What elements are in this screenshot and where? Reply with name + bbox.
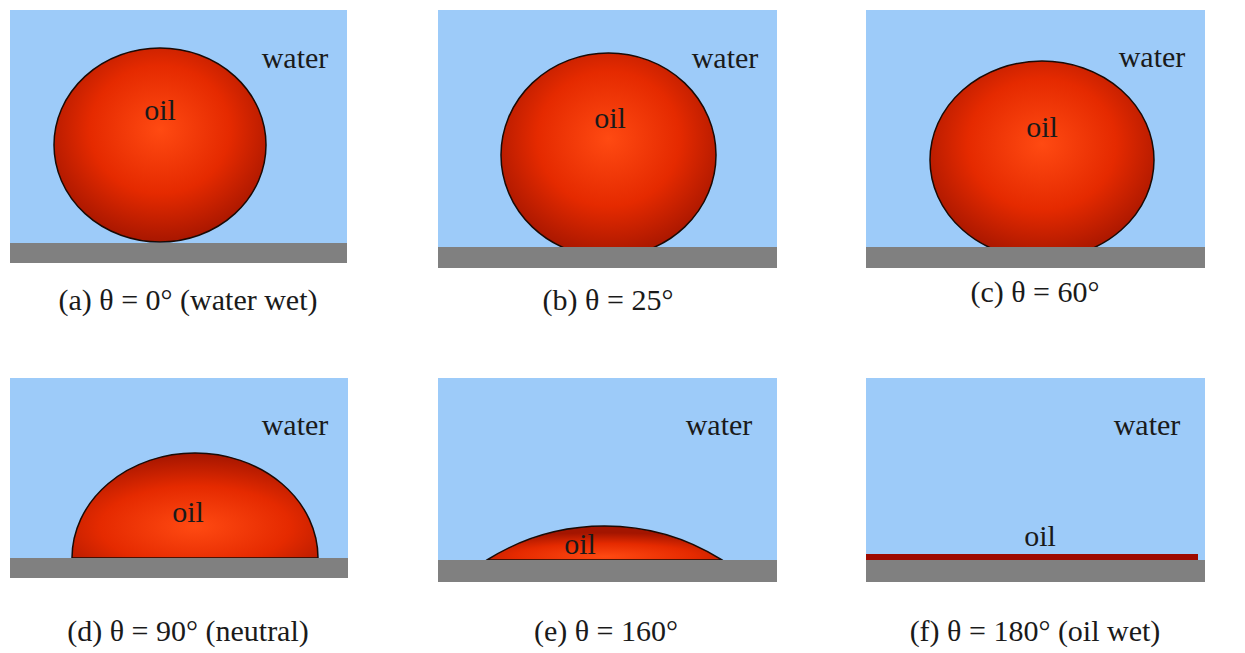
oil-label: oil — [144, 95, 176, 125]
panel-caption: (f) θ = 180° (oil wet) — [910, 614, 1161, 649]
water-panel: water oil — [438, 378, 777, 560]
oil-outline — [500, 52, 717, 247]
oil-label: oil — [1024, 521, 1056, 551]
oil-drop-shape — [501, 53, 716, 247]
water-panel: water oil — [10, 10, 347, 243]
oil-drop: oil — [866, 518, 1198, 560]
water-panel: water oil — [10, 378, 348, 558]
oil-drop-shape — [54, 48, 266, 242]
water-label: water — [1114, 410, 1181, 440]
oil-drop: oil — [487, 526, 722, 560]
substrate — [10, 243, 347, 263]
panel-caption: (d) θ = 90° (neutral) — [67, 614, 309, 649]
substrate — [866, 247, 1205, 268]
oil-drop: oil — [500, 52, 717, 247]
water-label: water — [262, 410, 329, 440]
oil-film — [866, 554, 1198, 560]
water-label: water — [262, 43, 329, 73]
oil-outline — [487, 526, 722, 560]
water-panel: water oil — [866, 378, 1205, 560]
panel-caption: (b) θ = 25° — [543, 283, 674, 318]
panel-caption: (a) θ = 0° (water wet) — [59, 283, 318, 318]
panel-caption: (c) θ = 60° — [970, 275, 1099, 310]
substrate — [438, 247, 777, 268]
oil-label: oil — [564, 529, 596, 559]
substrate — [866, 560, 1205, 582]
water-label: water — [686, 410, 753, 440]
oil-outline — [929, 60, 1155, 247]
water-label: water — [1119, 42, 1186, 72]
oil-drop-shape — [72, 453, 318, 558]
substrate — [438, 560, 777, 582]
oil-label: oil — [594, 103, 626, 133]
oil-outline — [53, 47, 267, 243]
oil-drop-shape — [487, 526, 722, 560]
oil-drop: oil — [72, 452, 318, 558]
panel-caption: (e) θ = 160° — [534, 614, 678, 649]
water-panel: water oil — [866, 10, 1205, 247]
substrate — [10, 558, 348, 578]
water-label: water — [692, 43, 759, 73]
oil-label: oil — [1026, 112, 1058, 142]
oil-label: oil — [172, 497, 204, 527]
oil-drop: oil — [53, 47, 267, 243]
oil-drop: oil — [929, 60, 1155, 247]
water-panel: water oil — [438, 10, 777, 247]
oil-drop-shape — [930, 61, 1154, 247]
